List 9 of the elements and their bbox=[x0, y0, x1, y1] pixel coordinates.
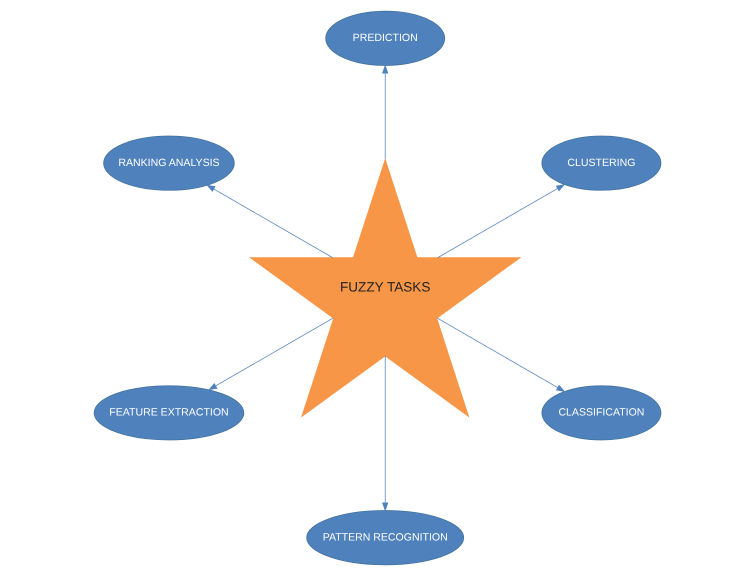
arrow bbox=[206, 184, 332, 258]
arrow bbox=[436, 184, 565, 258]
arrow bbox=[382, 64, 388, 160]
node-ellipse: PREDICTION bbox=[324, 10, 445, 66]
node-ellipse: FEATURE EXTRACTION bbox=[93, 385, 244, 440]
arrow bbox=[208, 318, 334, 390]
arrow bbox=[382, 356, 388, 512]
arrow bbox=[436, 318, 565, 392]
node-ellipse: PATTERN RECOGNITION bbox=[306, 510, 464, 566]
